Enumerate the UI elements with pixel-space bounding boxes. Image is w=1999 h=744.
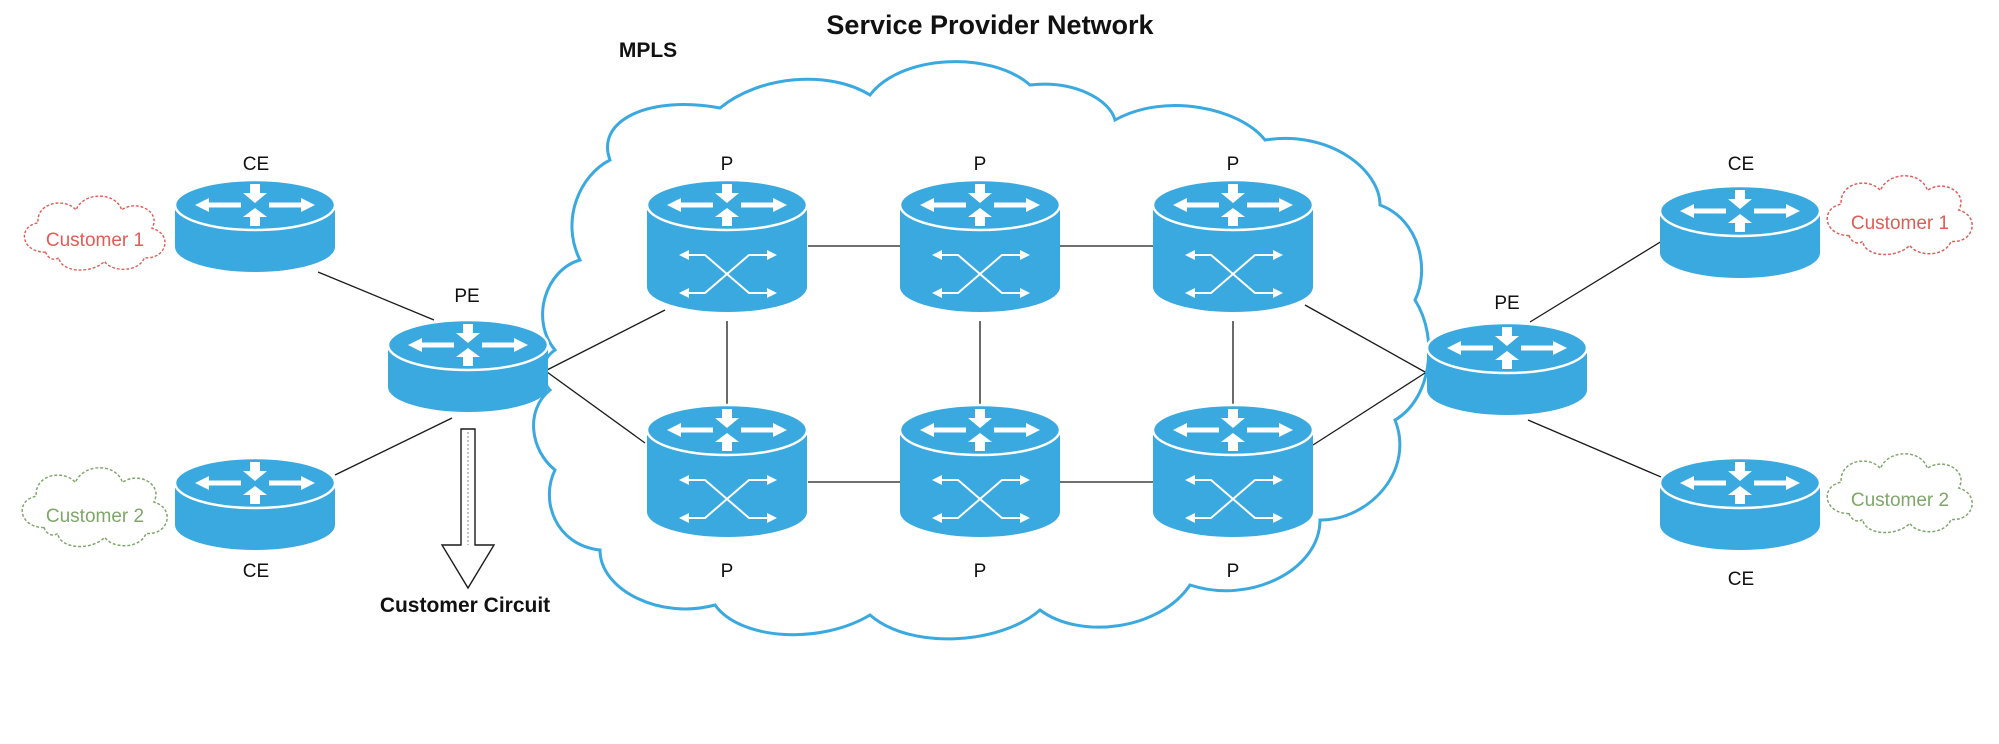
ce-left-top[interactable] — [173, 178, 337, 274]
p-bottom-2-label: P — [974, 561, 987, 582]
p-top-3-label: P — [1227, 154, 1240, 175]
ce-right-top[interactable] — [1658, 184, 1822, 280]
diagram-title: Service Provider Network — [826, 10, 1154, 40]
link-p-top-3-pe-right — [1304, 304, 1426, 373]
link-pe-left-p-top-1 — [546, 309, 666, 371]
ce-right-bottom[interactable] — [1658, 456, 1822, 552]
customer-left-bottom-label: Customer 2 — [46, 506, 144, 527]
mpls-cloud — [532, 60, 1431, 641]
p-top-2[interactable] — [898, 178, 1062, 314]
customer-left-top-label: Customer 1 — [46, 230, 144, 251]
ce-left-bottom-label: CE — [243, 561, 269, 582]
link-pe-right-ce-right-bottom — [1527, 419, 1676, 484]
link-ce-left-top-pe — [317, 271, 435, 321]
p-bottom-1[interactable] — [645, 403, 809, 539]
ce-left-top-label: CE — [243, 154, 269, 175]
customer-circuit-label: Customer Circuit — [380, 594, 550, 617]
links — [317, 232, 1676, 484]
link-p-bottom-3-pe-right — [1312, 372, 1426, 446]
p-bottom-3-label: P — [1227, 561, 1240, 582]
p-top-1-label: P — [721, 154, 734, 175]
link-ce-left-bottom-pe — [334, 417, 453, 476]
link-pe-right-ce-right-top — [1529, 232, 1676, 323]
p-top-1[interactable] — [645, 178, 809, 314]
ce-right-bottom-label: CE — [1728, 569, 1754, 590]
pe-left[interactable] — [386, 318, 550, 414]
p-top-3[interactable] — [1151, 178, 1315, 314]
ce-left-bottom[interactable] — [173, 456, 337, 552]
link-pe-left-p-bottom-1 — [546, 371, 646, 444]
p-top-2-label: P — [974, 154, 987, 175]
mpls-label: MPLS — [619, 39, 677, 62]
pe-left-label: PE — [454, 286, 479, 307]
customer-right-bottom-label: Customer 2 — [1851, 490, 1949, 511]
p-bottom-3[interactable] — [1151, 403, 1315, 539]
ce-right-top-label: CE — [1728, 154, 1754, 175]
pe-right-label: PE — [1494, 293, 1519, 314]
p-bottom-1-label: P — [721, 561, 734, 582]
p-bottom-2[interactable] — [898, 403, 1062, 539]
pe-right[interactable] — [1425, 321, 1589, 417]
customer-right-top-label: Customer 1 — [1851, 213, 1949, 234]
